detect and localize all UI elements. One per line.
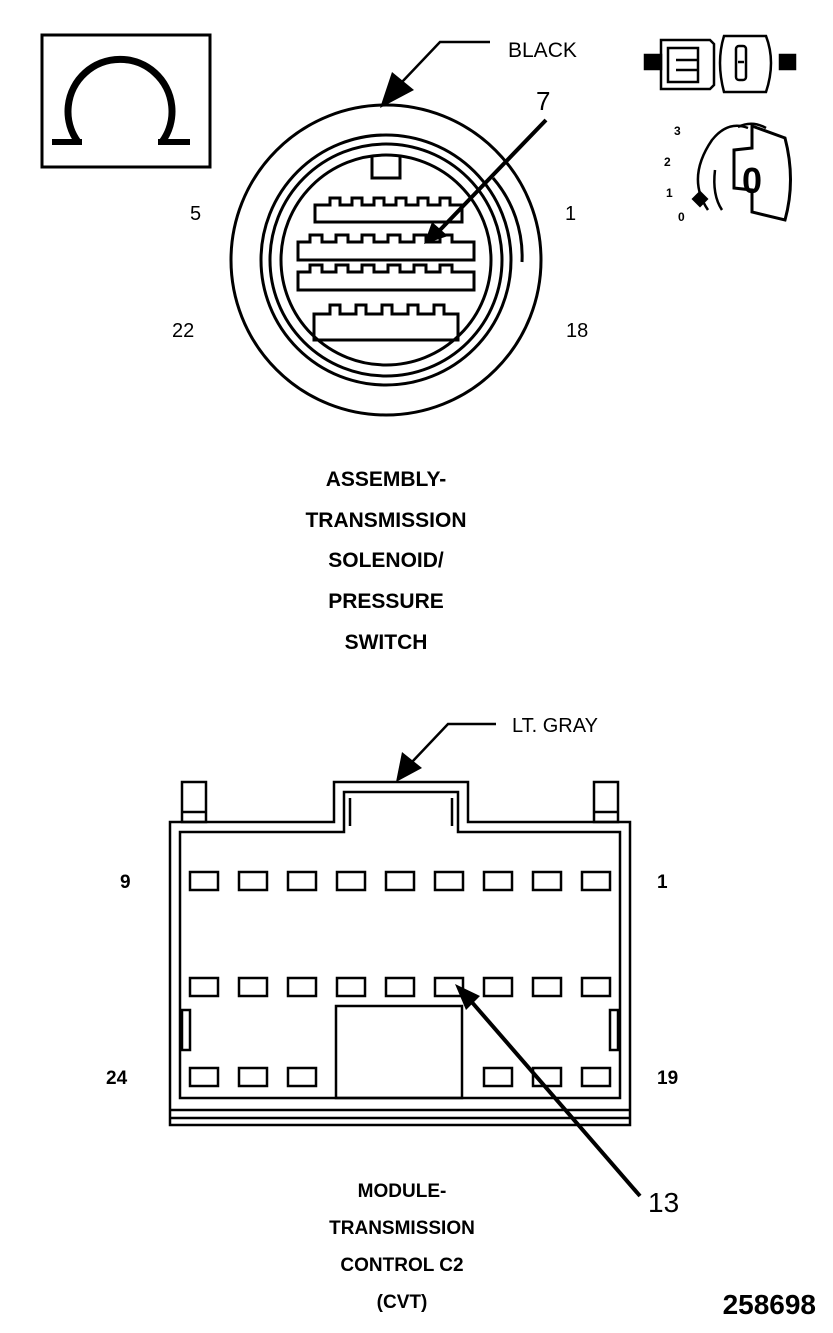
cavity	[237, 976, 269, 998]
top-title-line: SWITCH	[345, 631, 428, 654]
bottom-pin-label-1: 1	[657, 872, 668, 893]
key-position-0: 0	[678, 210, 685, 224]
rectangular-connector	[168, 780, 632, 1127]
cavity	[286, 870, 318, 892]
top-callout-pin-number: 7	[536, 86, 550, 116]
cavity	[237, 870, 269, 892]
lt-gray-color-callout: LT. GRAY	[396, 715, 598, 782]
pin-13-callout: 13	[455, 984, 679, 1218]
cavity	[188, 1066, 220, 1088]
round-connector-pin-row	[312, 303, 460, 342]
bottom-pin-label-9: 9	[120, 872, 131, 893]
top-title-line: ASSEMBLY-	[326, 468, 447, 491]
round-connector-pin-row	[296, 233, 476, 262]
cavity	[433, 870, 465, 892]
bottom-connector-color-label: LT. GRAY	[512, 715, 598, 737]
bottom-title-line: (CVT)	[377, 1292, 428, 1313]
cavity	[188, 976, 220, 998]
round-connector-pin-row	[296, 263, 476, 292]
cavity	[531, 976, 563, 998]
cavity	[237, 1066, 269, 1088]
bottom-title-line: TRANSMISSION	[329, 1218, 475, 1239]
cavity	[433, 976, 465, 998]
bottom-title-line: MODULE-	[358, 1181, 447, 1202]
bottom-callout-pin-number: 13	[648, 1187, 679, 1218]
disconnected-connector-icon	[643, 34, 797, 94]
key-position-3: 3	[674, 124, 681, 138]
cavity	[482, 1066, 514, 1088]
top-pin-label-22: 22	[172, 320, 194, 342]
key-position-1: 1	[666, 186, 673, 200]
ohm-meter-icon	[40, 33, 212, 169]
bottom-connector-title: MODULE- TRANSMISSION CONTROL C2 (CVT)	[329, 1181, 475, 1313]
cavity	[335, 976, 367, 998]
bottom-pin-label-19: 19	[657, 1068, 678, 1089]
figure-number: 258698	[723, 1289, 816, 1320]
cavity	[384, 870, 416, 892]
top-pin-label-1: 1	[565, 203, 576, 225]
cavity	[482, 976, 514, 998]
cavity	[335, 870, 367, 892]
rectangular-connector-cavities	[188, 870, 612, 1088]
top-pin-label-5: 5	[190, 203, 201, 225]
cavity	[188, 870, 220, 892]
cavity	[531, 870, 563, 892]
cavity	[384, 976, 416, 998]
round-connector	[229, 103, 543, 417]
pin-7-callout: 7	[424, 86, 550, 244]
ignition-key-icon: 3 2 1 0 0	[664, 122, 792, 224]
cavity	[580, 870, 612, 892]
top-pin-label-18: 18	[566, 320, 588, 342]
key-label: 0	[742, 160, 762, 201]
top-connector-color-label: BLACK	[508, 39, 577, 62]
cavity	[286, 1066, 318, 1088]
top-connector-title: ASSEMBLY- TRANSMISSION SOLENOID/ PRESSUR…	[305, 468, 466, 654]
top-title-line: PRESSURE	[328, 590, 444, 613]
cavity	[286, 976, 318, 998]
round-connector-pin-row	[313, 196, 464, 224]
top-title-line: TRANSMISSION	[305, 509, 466, 532]
cavity	[580, 1066, 612, 1088]
top-title-line: SOLENOID/	[328, 549, 444, 572]
black-color-callout: BLACK	[380, 39, 577, 108]
bottom-title-line: CONTROL C2	[340, 1255, 463, 1276]
key-position-2: 2	[664, 155, 671, 169]
cavity	[580, 976, 612, 998]
bottom-pin-label-24: 24	[106, 1068, 128, 1089]
cavity	[482, 870, 514, 892]
